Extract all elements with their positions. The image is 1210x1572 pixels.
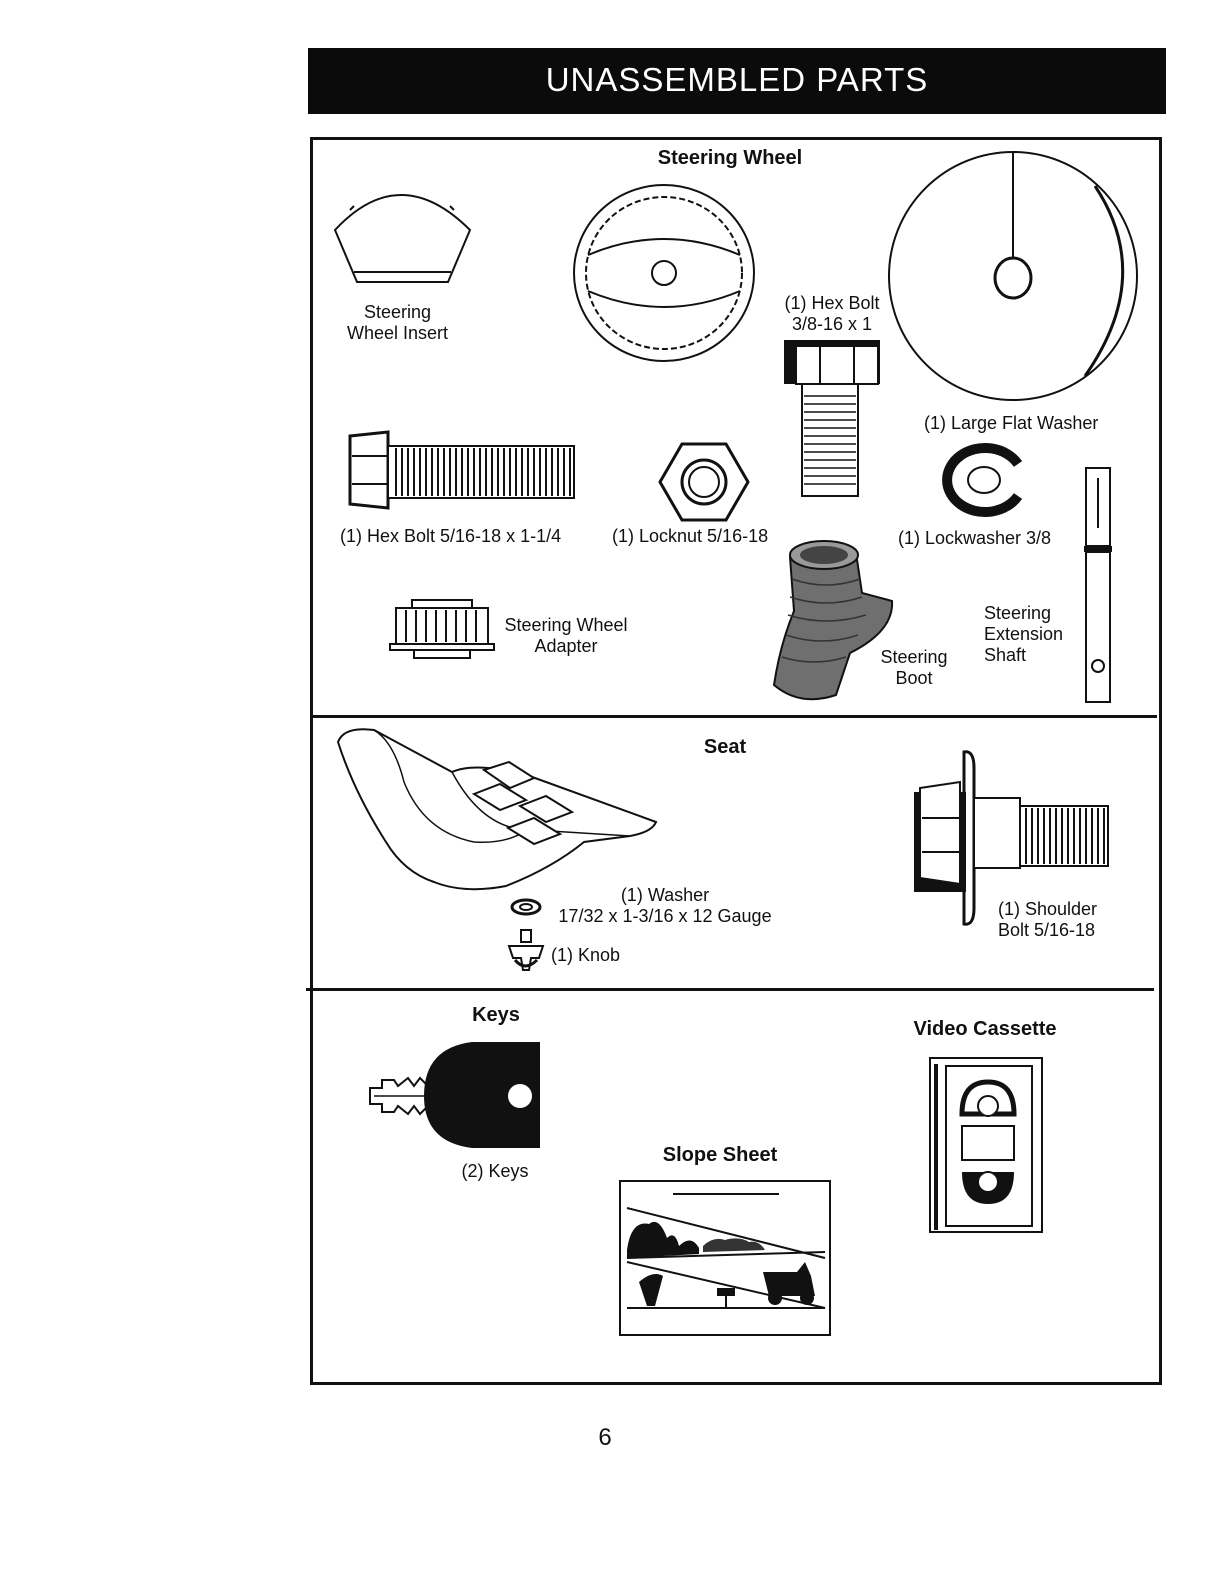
section-divider [306, 988, 1154, 991]
video-cassette-heading: Video Cassette [913, 1018, 1057, 1040]
steering-extension-shaft-label: Steering Extension Shaft [984, 603, 1064, 665]
locknut-label: (1) Locknut 5/16-18 [612, 526, 769, 546]
hex-bolt-3-8-illustration [784, 340, 880, 497]
large-flat-washer-label: (1) Large Flat Washer [924, 413, 1099, 433]
steering-wheel-insert-illustration [333, 194, 472, 283]
page-title: UNASSEMBLED PARTS [308, 48, 1166, 114]
steering-wheel-adapter-illustration [389, 599, 495, 659]
knob-label: (1) Knob [551, 945, 621, 965]
steering-boot-illustration [772, 540, 894, 701]
keys-label: (2) Keys [461, 1161, 529, 1181]
steering-wheel-adapter-label: Steering Wheel Adapter [504, 615, 628, 656]
steering-boot-label: Steering Boot [880, 647, 948, 688]
page-number: 6 [598, 1424, 612, 1451]
hex-bolt-3-8-label: (1) Hex Bolt 3/8-16 x 1 [784, 293, 880, 334]
locknut-illustration [658, 442, 750, 522]
seat-illustration [336, 728, 658, 891]
shoulder-bolt-illustration [914, 750, 1109, 926]
hex-bolt-5-16-label: (1) Hex Bolt 5/16-18 x 1-1/4 [340, 526, 562, 546]
keys-illustration [369, 1042, 540, 1148]
steering-wheel-illustration [573, 184, 755, 362]
lockwasher-illustration [942, 443, 1023, 517]
shoulder-bolt-label: (1) Shoulder Bolt 5/16-18 [998, 899, 1098, 940]
lockwasher-label: (1) Lockwasher 3/8 [898, 528, 1052, 548]
slope-sheet-heading: Slope Sheet [662, 1144, 778, 1166]
seat-heading: Seat [703, 736, 747, 758]
steering-extension-shaft-illustration [1084, 467, 1112, 703]
section-divider [312, 715, 1157, 718]
steering-wheel-insert-label: Steering Wheel Insert [346, 302, 449, 343]
knob-illustration [507, 929, 545, 971]
large-flat-washer-illustration [888, 151, 1138, 401]
video-cassette-illustration [929, 1057, 1043, 1233]
seat-washer-illustration [510, 898, 542, 916]
seat-washer-label: (1) Washer 17/32 x 1-3/16 x 12 Gauge [558, 885, 772, 926]
steering-wheel-heading: Steering Wheel [657, 147, 803, 169]
keys-heading: Keys [472, 1004, 520, 1026]
parts-frame [310, 137, 1162, 1385]
slope-sheet-illustration [619, 1180, 831, 1336]
hex-bolt-5-16-illustration [348, 430, 575, 510]
